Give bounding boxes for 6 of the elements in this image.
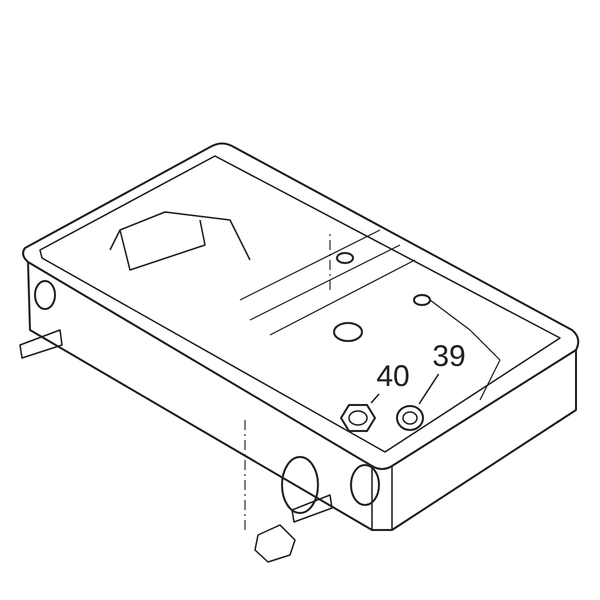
hex-nut-drawing xyxy=(340,403,376,433)
leader-line xyxy=(418,374,440,404)
callout-number: 39 xyxy=(428,342,470,374)
washer-drawing xyxy=(395,404,425,432)
callout-number: 40 xyxy=(372,362,414,394)
leader-line xyxy=(370,394,380,404)
